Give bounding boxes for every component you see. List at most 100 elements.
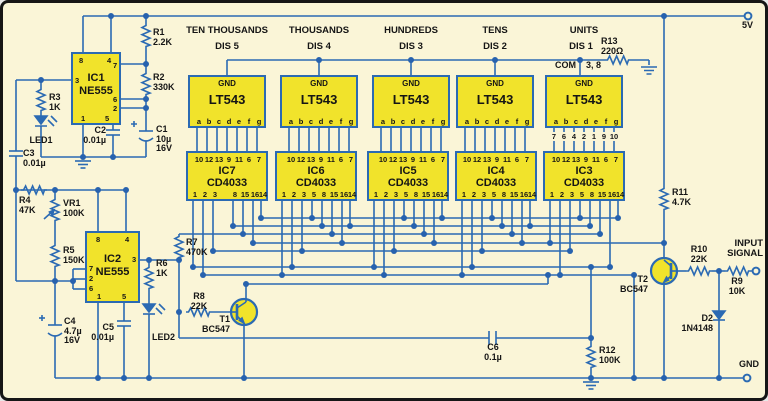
seg-pin: a: [380, 117, 386, 126]
counter-top-pin: 9: [318, 155, 324, 164]
seg-pin: b: [563, 117, 569, 126]
counter-top-pin: 9: [226, 155, 232, 164]
dis-label-4: DIS 4: [307, 41, 331, 52]
counter-bottom-pin: 5: [579, 190, 585, 199]
ic1-pin-2: 2: [113, 104, 118, 113]
ic2-pin-2: 2: [89, 274, 94, 283]
counter-bottom-pin: 1: [373, 190, 379, 199]
ic1-pin-3: 3: [75, 76, 80, 85]
ic2-pin-3: 3: [132, 255, 137, 264]
counter-bottom-pin: 3: [393, 190, 399, 199]
counter-bottom-pin: 16: [250, 190, 260, 199]
counter-bottom-pin: 5: [403, 190, 409, 199]
counter-top-pin: 7: [440, 155, 446, 164]
counter-top-pin: 7: [613, 155, 619, 164]
counter-bottom-pin: 16: [607, 190, 617, 199]
counter-bottom-pin: 1: [281, 190, 287, 199]
counter-bottom-pin: 8: [232, 190, 238, 199]
seg-pin: e: [236, 117, 242, 126]
counter-top-pin: 6: [430, 155, 436, 164]
seg-pin: c: [573, 117, 579, 126]
counter-top-pin: 13: [214, 155, 224, 164]
seg-pin: g: [256, 117, 262, 126]
display-gnd-pin: GND: [218, 79, 236, 88]
counter-part: CD4033: [563, 177, 605, 189]
counter-bottom-pin: 2: [471, 190, 477, 199]
counter-part: CD4033: [387, 177, 429, 189]
timer-part: NE555: [79, 85, 113, 97]
counter-bottom-pin: 3: [569, 190, 575, 199]
ic2-pin-5: 5: [122, 292, 127, 301]
timer-name: IC2: [103, 253, 122, 265]
vcc-label: 5V: [741, 20, 753, 30]
counter-bottom-pin: 5: [311, 190, 317, 199]
counter-bottom-pin: 8: [589, 190, 595, 199]
counter-top-pin: 12: [388, 155, 398, 164]
seg-pin: g: [524, 117, 530, 126]
counter-bottom-pin: 5: [491, 190, 497, 199]
counter-top-pin: 12: [472, 155, 482, 164]
counter-bottom-pin: 15: [421, 190, 431, 199]
counter-bottom-pin: 3: [481, 190, 487, 199]
seg-pin: b: [206, 117, 212, 126]
counter-name: IC3: [575, 165, 593, 177]
counter-top-pin: 13: [482, 155, 492, 164]
counter-bottom-pin: 3: [301, 190, 307, 199]
seg-pin: b: [298, 117, 304, 126]
counter-bottom-pin: 2: [202, 190, 208, 199]
group-label-ten-thousands: TEN THOUSANDS: [186, 25, 268, 36]
display-part-number: LT543: [392, 92, 430, 107]
counter-part: CD4033: [295, 177, 337, 189]
units-pin-number: 7: [550, 132, 558, 141]
units-pin-number: 10: [608, 132, 620, 141]
timer-ic1: 8 4 7 3 6 2 1 5 IC1 NE555: [71, 52, 121, 125]
counter-top-pin: 9: [583, 155, 589, 164]
counter-bottom-pin: 1: [461, 190, 467, 199]
label-LED1: LED1: [29, 135, 53, 145]
counter-name: IC4: [487, 165, 505, 177]
counter-top-pin: 7: [524, 155, 530, 164]
counter-bottom-pin: 2: [559, 190, 565, 199]
counter-top-pin: 13: [571, 155, 581, 164]
ic2-pin-7: 7: [89, 264, 94, 273]
seg-pin: f: [515, 117, 519, 126]
display-part-number: LT543: [300, 92, 338, 107]
group-label-thousands: THOUSANDS: [288, 25, 350, 36]
seg-pin: e: [593, 117, 599, 126]
counter-top-pin: 6: [246, 155, 252, 164]
counter-top-pin: 11: [592, 155, 600, 164]
counter-bottom-pin: 8: [413, 190, 419, 199]
counter-top-pin: 10: [286, 155, 296, 164]
counter-top-pin: 6: [338, 155, 344, 164]
seg-pin: d: [583, 117, 589, 126]
counter-top-pin: 11: [235, 155, 243, 164]
seg-pin: a: [464, 117, 470, 126]
com-pins-label: 3, 8: [586, 60, 602, 70]
display-gnd-pin: GND: [402, 79, 420, 88]
seg-pin: f: [247, 117, 251, 126]
seg-pin: d: [410, 117, 416, 126]
counter-bottom-pin: 15: [509, 190, 519, 199]
seg-pin: e: [328, 117, 334, 126]
seg-pin: c: [484, 117, 490, 126]
counter-name: IC5: [399, 165, 417, 177]
ic1-pin-7: 7: [113, 61, 118, 70]
seg-pin: d: [318, 117, 324, 126]
seg-pin: d: [226, 117, 232, 126]
seg-pin: a: [196, 117, 202, 126]
gnd-terminal: [742, 373, 752, 383]
group-label-units: UNITS: [569, 25, 599, 36]
counter-top-pin: 13: [398, 155, 408, 164]
timer-ic2: 8 4 7 2 6 3 1 5 IC2 NE555: [85, 231, 140, 303]
